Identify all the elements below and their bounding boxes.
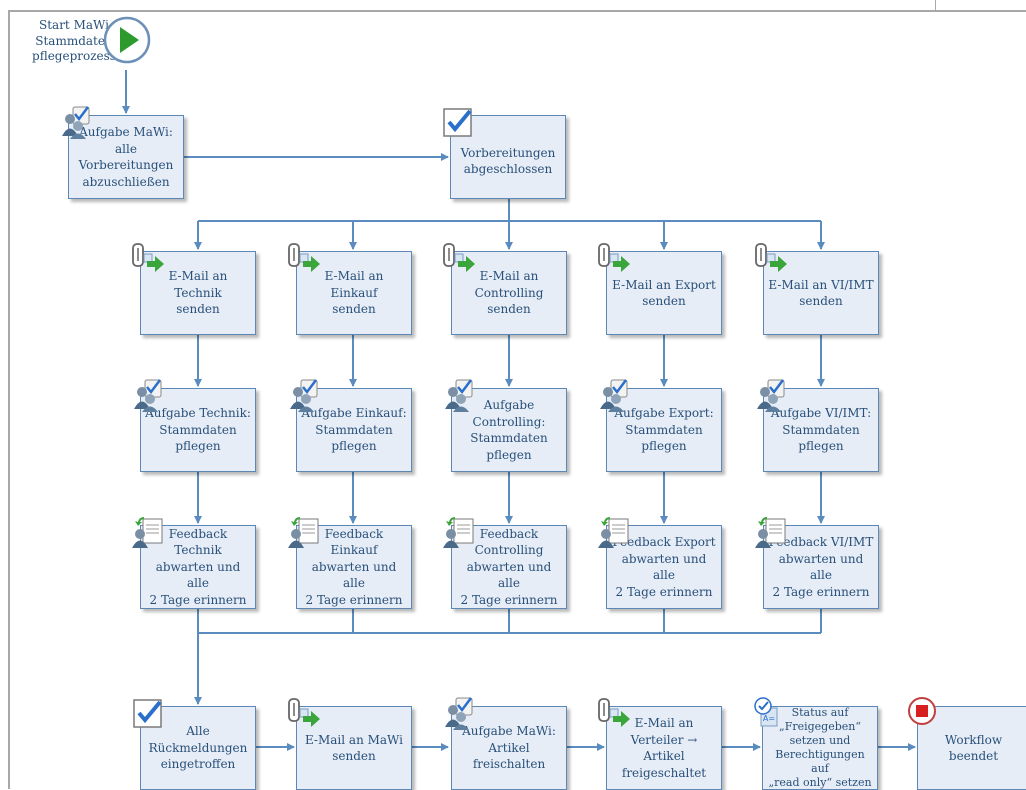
step-label: Aufgabe MaWi: Artikel freischalten (462, 724, 556, 772)
step-task-export[interactable]: Aufgabe Export: Stammdaten pflegen (606, 388, 722, 472)
step-mawi-freischalten[interactable]: Aufgabe MaWi: Artikel freischalten (451, 706, 567, 790)
step-label: E-Mail an Verteiler → Artikel freigescha… (621, 716, 707, 780)
step-alle-rueckmeldungen[interactable]: Alle Rückmeldungen eingetroffen (140, 706, 256, 790)
email-send-icon (132, 243, 164, 272)
task-icon (445, 379, 473, 412)
email-send-icon (288, 243, 320, 272)
step-task-vi-imt[interactable]: Aufgabe VI/IMT: Stammdaten pflegen (763, 388, 879, 472)
step-label: E-Mail an Export senden (612, 277, 716, 309)
step-label: Feedback Controlling abwarten und alle 2… (460, 526, 558, 607)
checkbox-icon (133, 699, 162, 728)
step-label: Vorbereitungen abgeschlossen (460, 145, 556, 177)
step-label: Feedback Export abwarten und alle 2 Tage… (612, 535, 716, 599)
email-send-icon (443, 243, 475, 272)
start-label: Start MaWi Stammdaten pflegeprozess (32, 18, 116, 63)
task-icon (445, 697, 473, 730)
stop-icon (908, 697, 936, 725)
step-label: E-Mail an Einkauf senden (324, 269, 384, 317)
step-label: Status auf „Freigegeben“ setzen und Bere… (768, 706, 872, 789)
step-label: Aufgabe VI/IMT: Stammdaten pflegen (770, 406, 872, 454)
email-send-icon (598, 698, 630, 727)
task-icon (62, 106, 90, 139)
step-label: Workflow beendet (944, 732, 1003, 764)
feedback-icon (443, 517, 474, 548)
step-label: E-Mail an Technik senden (168, 269, 228, 317)
step-task-controlling[interactable]: Aufgabe Controlling: Stammdaten pflegen (451, 388, 567, 472)
step-label: E-Mail an VI/IMT senden (768, 277, 874, 309)
task-icon (134, 379, 162, 412)
checkbox-icon (443, 108, 472, 137)
step-feedback-einkauf[interactable]: Feedback Einkauf abwarten und alle 2 Tag… (296, 525, 412, 609)
step-mawi-vorbereitungen[interactable]: Aufgabe MaWi: alle Vorbereitungen abzusc… (68, 115, 184, 199)
step-label: Alle Rückmeldungen eingetroffen (148, 724, 248, 772)
task-icon (600, 379, 628, 412)
task-icon (290, 379, 318, 412)
step-workflow-beendet[interactable]: Workflow beendet (917, 706, 1026, 790)
play-icon[interactable] (102, 14, 154, 70)
step-label: Aufgabe Export: Stammdaten pflegen (614, 406, 714, 454)
step-task-einkauf[interactable]: Aufgabe Einkauf: Stammdaten pflegen (296, 388, 412, 472)
step-label: Aufgabe Controlling: Stammdaten pflegen (470, 398, 548, 462)
feedback-icon (755, 517, 786, 548)
feedback-icon (598, 517, 629, 548)
svg-text:A=: A= (763, 714, 775, 723)
step-label: Aufgabe MaWi: alle Vorbereitungen abzusc… (78, 125, 174, 189)
step-label: Aufgabe Einkauf: Stammdaten pflegen (301, 406, 407, 454)
feedback-icon (288, 517, 319, 548)
task-icon (757, 379, 785, 412)
canvas-frame-tick (935, 0, 936, 11)
step-task-technik[interactable]: Aufgabe Technik: Stammdaten pflegen (140, 388, 256, 472)
email-send-icon (598, 243, 630, 272)
canvas-frame-left (8, 10, 10, 789)
step-label: Feedback Technik abwarten und alle 2 Tag… (149, 526, 247, 607)
canvas-frame-top (8, 10, 1026, 12)
step-email-controlling[interactable]: E-Mail an Controlling senden (451, 251, 567, 335)
step-label: E-Mail an Controlling senden (474, 269, 544, 317)
set-status-icon: A= (754, 697, 778, 727)
step-label: E-Mail an MaWi senden (304, 732, 404, 764)
step-status-setzen[interactable]: Status auf „Freigegeben“ setzen und Bere… (762, 706, 878, 790)
step-label: Feedback Einkauf abwarten und alle 2 Tag… (305, 526, 403, 607)
step-label: Feedback VI/IMT abwarten und alle 2 Tage… (768, 535, 874, 599)
step-email-verteiler[interactable]: E-Mail an Verteiler → Artikel freigescha… (606, 706, 722, 790)
email-send-icon (755, 243, 787, 272)
email-send-icon (288, 698, 320, 727)
feedback-icon (132, 517, 163, 548)
step-feedback-vi-imt[interactable]: Feedback VI/IMT abwarten und alle 2 Tage… (763, 525, 879, 609)
step-label: Aufgabe Technik: Stammdaten pflegen (145, 406, 251, 454)
